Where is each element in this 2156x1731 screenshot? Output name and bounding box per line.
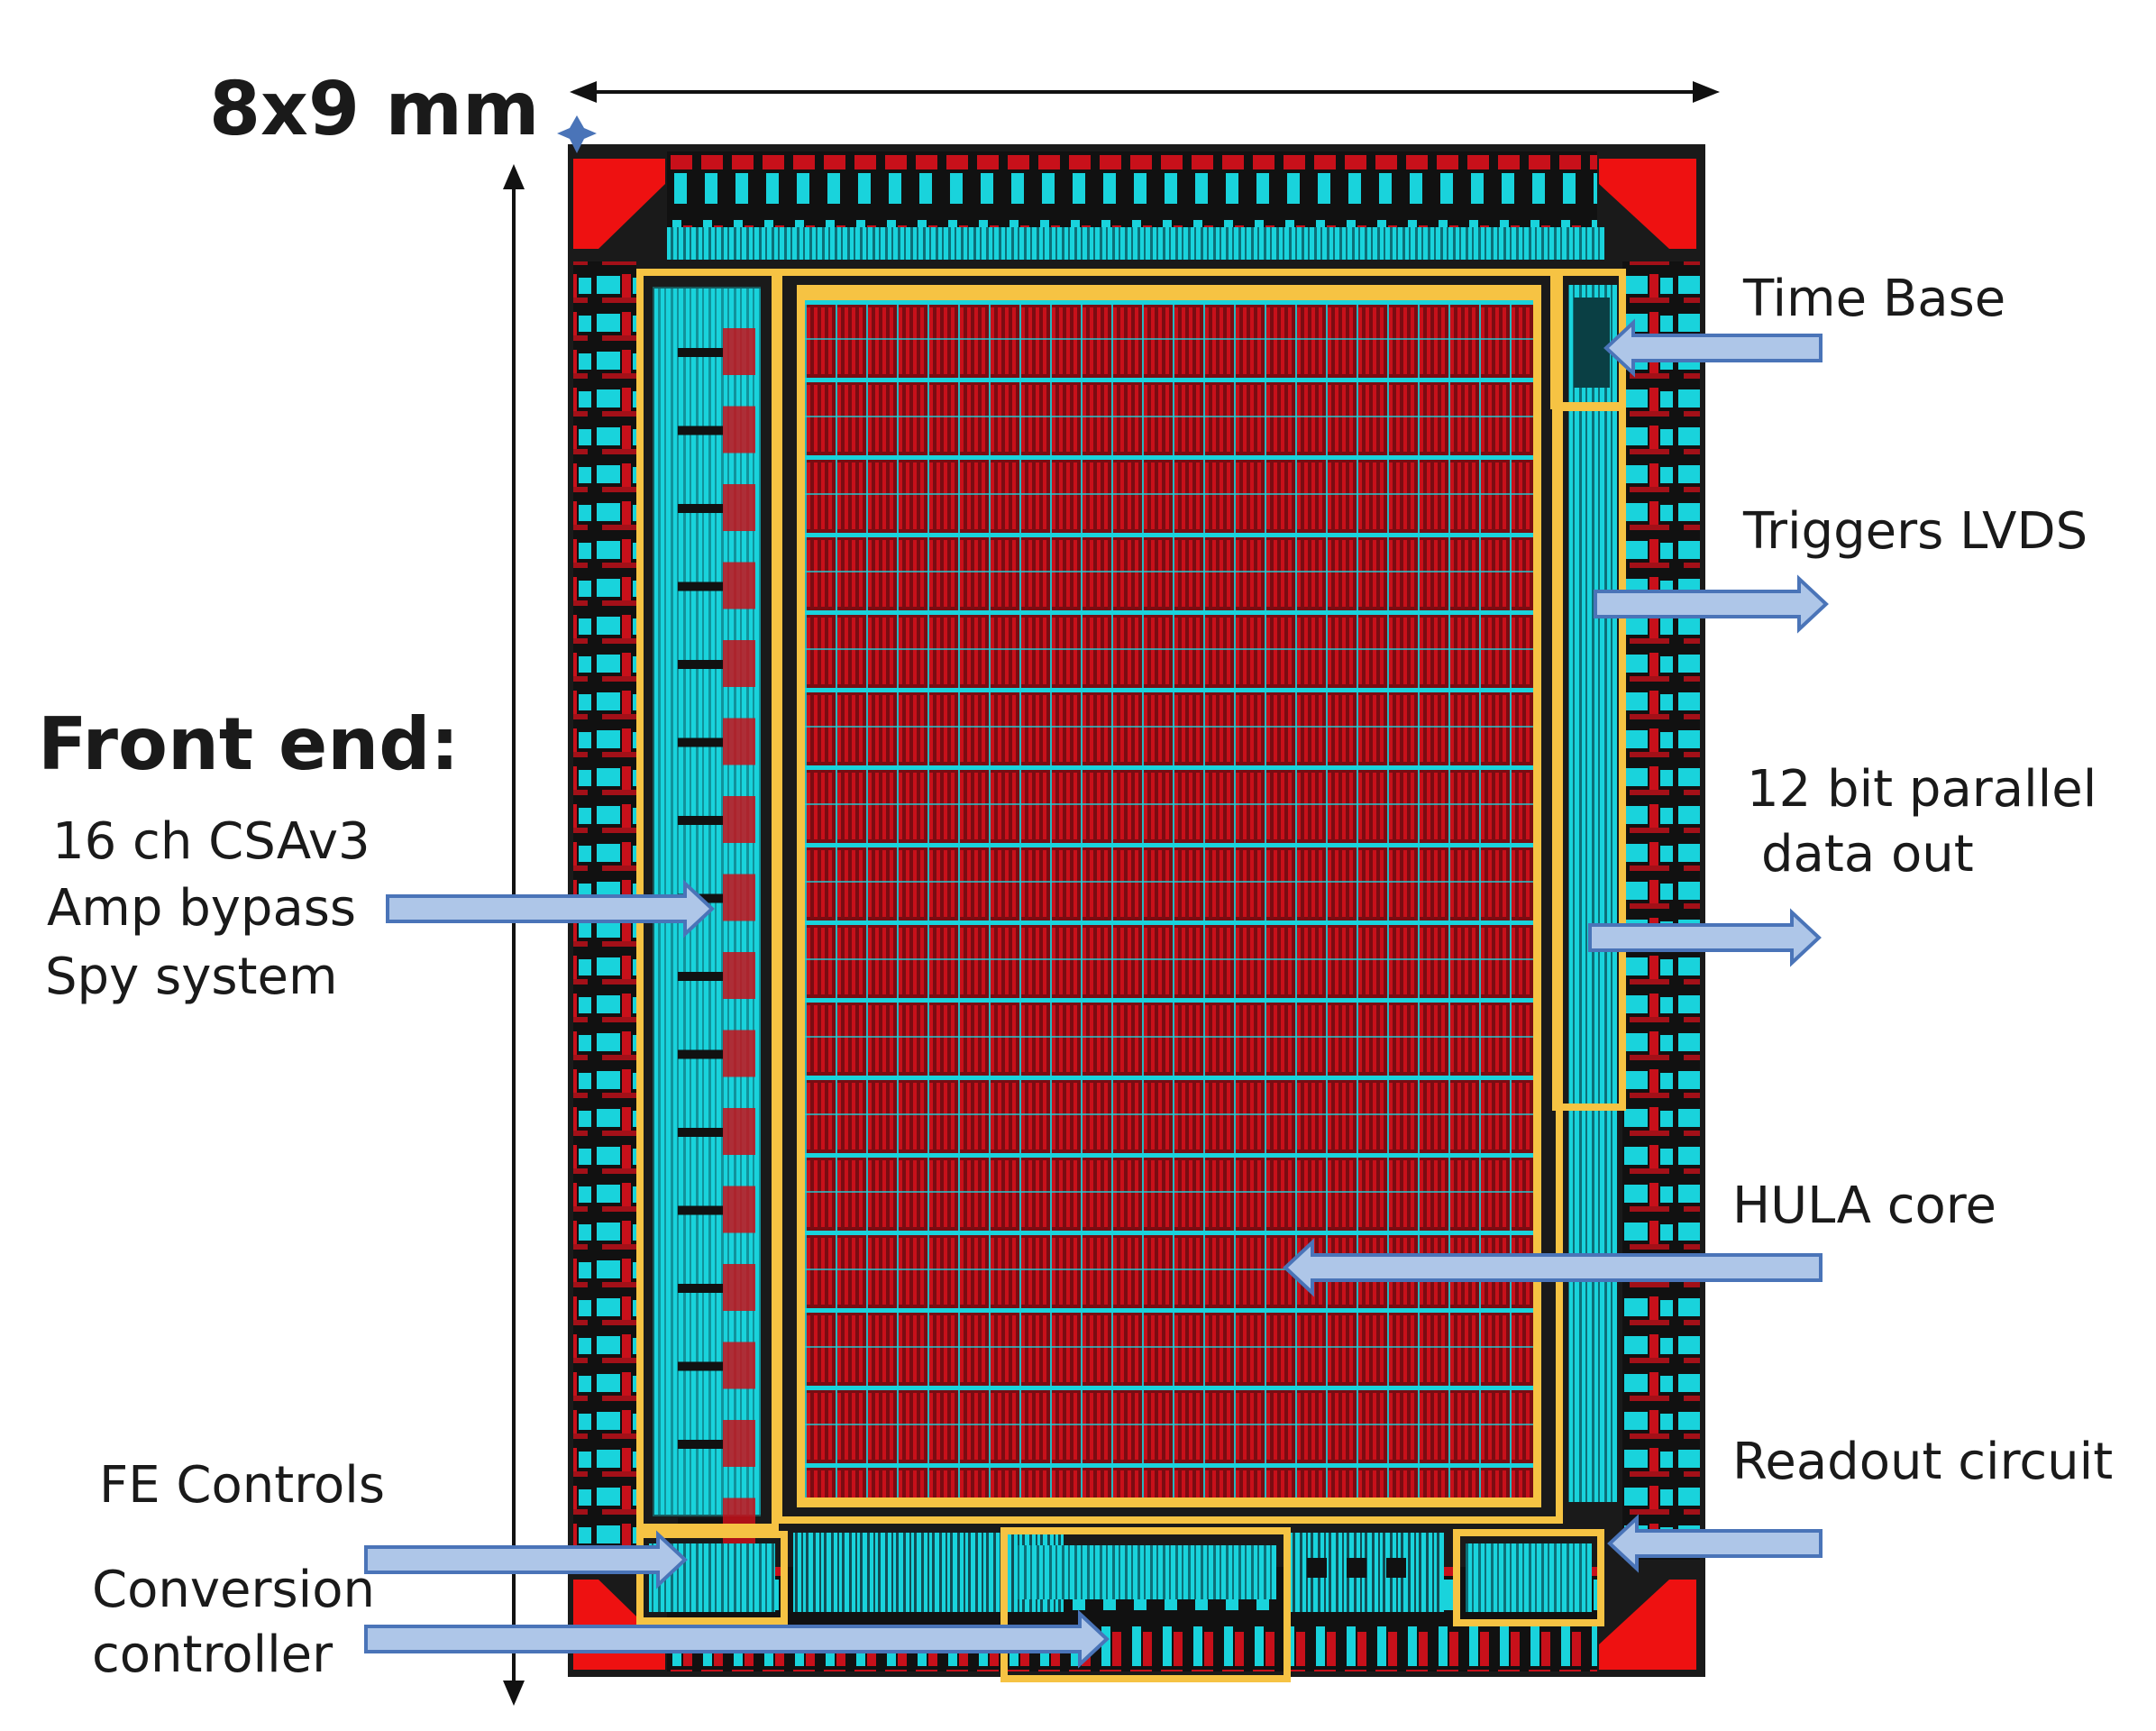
csa-channel-cap-2 bbox=[723, 406, 755, 453]
csa-channel-5 bbox=[678, 660, 723, 669]
csa-channel-cap-7 bbox=[723, 796, 755, 843]
time-base-label: Time Base bbox=[1743, 270, 2006, 328]
csa-channel-2 bbox=[678, 426, 723, 435]
triggers-data-outline bbox=[1552, 404, 1626, 1111]
width-arrowhead-left bbox=[570, 81, 597, 103]
csa-channel-14 bbox=[678, 1361, 723, 1371]
csa-channel-cap-14 bbox=[723, 1342, 755, 1389]
csa-channel-11 bbox=[678, 1128, 723, 1137]
csa-channel-4 bbox=[678, 582, 723, 591]
parallel-data-label-1: 12 bit parallel bbox=[1747, 760, 2097, 819]
conversion-controller-logic bbox=[1015, 1545, 1276, 1599]
csa-channel-10 bbox=[678, 1049, 723, 1059]
time-base-logic bbox=[1574, 298, 1610, 388]
csa-channel-15 bbox=[678, 1440, 723, 1449]
conversion-controller-label-1: Conversion bbox=[92, 1561, 375, 1619]
csa-channel-12 bbox=[678, 1205, 723, 1215]
readout-circuit-label: Readout circuit bbox=[1732, 1433, 2114, 1491]
csa-channel-cap-13 bbox=[723, 1264, 755, 1311]
csa-channel-cap-3 bbox=[723, 484, 755, 531]
csa-channel-9 bbox=[678, 972, 723, 981]
triggers-arrow bbox=[1594, 574, 1829, 634]
csa-channel-3 bbox=[678, 504, 723, 513]
right-pad-ring bbox=[1622, 261, 1700, 1560]
hula-core-arrow bbox=[1283, 1238, 1823, 1297]
csa-channel-7 bbox=[678, 816, 723, 825]
height-arrowhead-top bbox=[503, 164, 525, 189]
conversion-controller-outline bbox=[1000, 1527, 1291, 1682]
fe-controls-arrow bbox=[364, 1530, 688, 1589]
right-logic-column bbox=[1568, 285, 1617, 1502]
csa-channel-cap-11 bbox=[723, 1108, 755, 1155]
readout-circuit-arrow bbox=[1607, 1514, 1823, 1573]
csa-channel-cap-1 bbox=[723, 328, 755, 375]
csa-channel-1 bbox=[678, 348, 723, 357]
csa-channel-cap-8 bbox=[723, 874, 755, 921]
conversion-controller-arrow bbox=[364, 1609, 1110, 1669]
csa-channel-16 bbox=[678, 1517, 723, 1527]
dimension-label: 8x9 mm bbox=[209, 67, 540, 152]
corner-bottom-right bbox=[1599, 1580, 1696, 1670]
triggers-lvds-label: Triggers LVDS bbox=[1743, 502, 2088, 561]
csa-channel-cap-6 bbox=[723, 718, 755, 765]
parallel-data-label-2: data out bbox=[1761, 825, 1974, 884]
front-end-heading: Front end: bbox=[38, 702, 460, 786]
time-base-arrow bbox=[1603, 318, 1823, 378]
hula-core-array bbox=[805, 300, 1533, 1497]
csa-channel-cap-10 bbox=[723, 1030, 755, 1077]
front-end-line-spy: Spy system bbox=[45, 948, 338, 1006]
bottom-logic-block-3 bbox=[1386, 1558, 1406, 1578]
front-end-line-csa: 16 ch CSAv3 bbox=[52, 812, 370, 871]
csa-channel-6 bbox=[678, 737, 723, 747]
bottom-logic-block-2 bbox=[1347, 1558, 1366, 1578]
csa-channel-cap-9 bbox=[723, 952, 755, 999]
csa-channel-cap-12 bbox=[723, 1186, 755, 1233]
corner-top-left bbox=[573, 159, 665, 249]
corner-top-right bbox=[1599, 159, 1696, 249]
parallel-data-arrow bbox=[1588, 908, 1822, 967]
width-arrowhead-right bbox=[1693, 81, 1720, 103]
top-bus-strip bbox=[667, 227, 1604, 260]
csa-channel-cap-5 bbox=[723, 640, 755, 687]
readout-circuit-logic bbox=[1466, 1543, 1592, 1612]
front-end-line-bypass: Amp bypass bbox=[47, 879, 357, 938]
fe-controls-outline bbox=[636, 1531, 788, 1625]
csa-channel-13 bbox=[678, 1284, 723, 1293]
csa-channel-cap-4 bbox=[723, 562, 755, 609]
front-end-arrow bbox=[386, 879, 715, 939]
origin-marker-icon bbox=[557, 115, 597, 153]
csa-channel-cap-15 bbox=[723, 1420, 755, 1467]
height-arrowhead-bottom bbox=[503, 1681, 525, 1706]
readout-circuit-outline bbox=[1453, 1529, 1604, 1626]
bottom-logic-block-1 bbox=[1307, 1558, 1327, 1578]
conversion-controller-label-2: controller bbox=[92, 1626, 333, 1684]
hula-core-label: HULA core bbox=[1732, 1177, 1996, 1235]
fe-controls-label: FE Controls bbox=[99, 1456, 385, 1515]
